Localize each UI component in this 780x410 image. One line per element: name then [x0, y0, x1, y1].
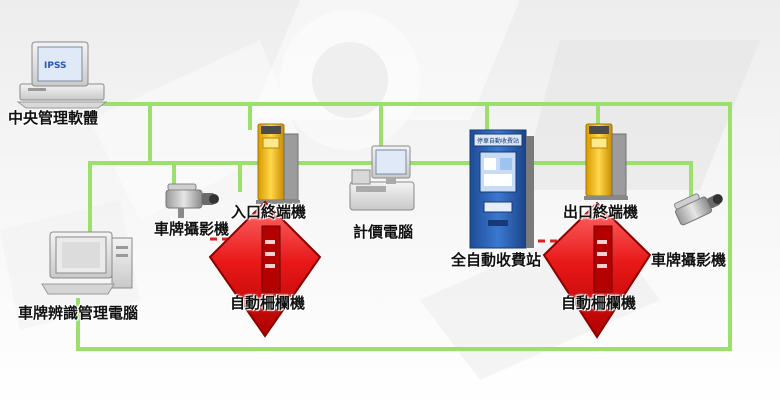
label-plate-recognition-pc: 車牌辨識管理電腦: [18, 304, 139, 322]
label-central-software: 中央管理軟體: [8, 109, 99, 127]
camera-right-icon: [673, 193, 723, 226]
label-auto-barrier-left: 自動柵欄機: [230, 294, 306, 312]
exit-terminal-icon: [584, 123, 628, 200]
barrier-left-icon: [208, 200, 322, 338]
ipss-logo: IPSS: [44, 61, 67, 71]
entry-terminal-icon: [256, 123, 300, 204]
label-plate-camera-right: 車牌攝影機: [651, 251, 727, 269]
label-exit-terminal: 出口終端機: [563, 203, 639, 221]
label-entry-terminal: 入口終端機: [231, 203, 307, 221]
background-shapes: [312, 40, 760, 190]
label-auto-pay-station: 全自動收費站: [451, 251, 542, 269]
central-pc-icon: [16, 41, 108, 109]
billing-computer-icon: [349, 145, 415, 211]
label-billing-computer: 計價電腦: [353, 223, 414, 241]
camera-left-icon: [165, 183, 219, 218]
barrier-right-icon: [542, 201, 652, 339]
recognition-pc-icon: [41, 231, 133, 295]
label-plate-camera-left: 車牌攝影機: [154, 220, 230, 238]
kiosk-header: 停車自動收費站: [477, 137, 519, 145]
label-auto-barrier-right: 自動柵欄機: [561, 294, 637, 312]
auto-pay-station-icon: 停車自動收費站: [469, 129, 534, 249]
